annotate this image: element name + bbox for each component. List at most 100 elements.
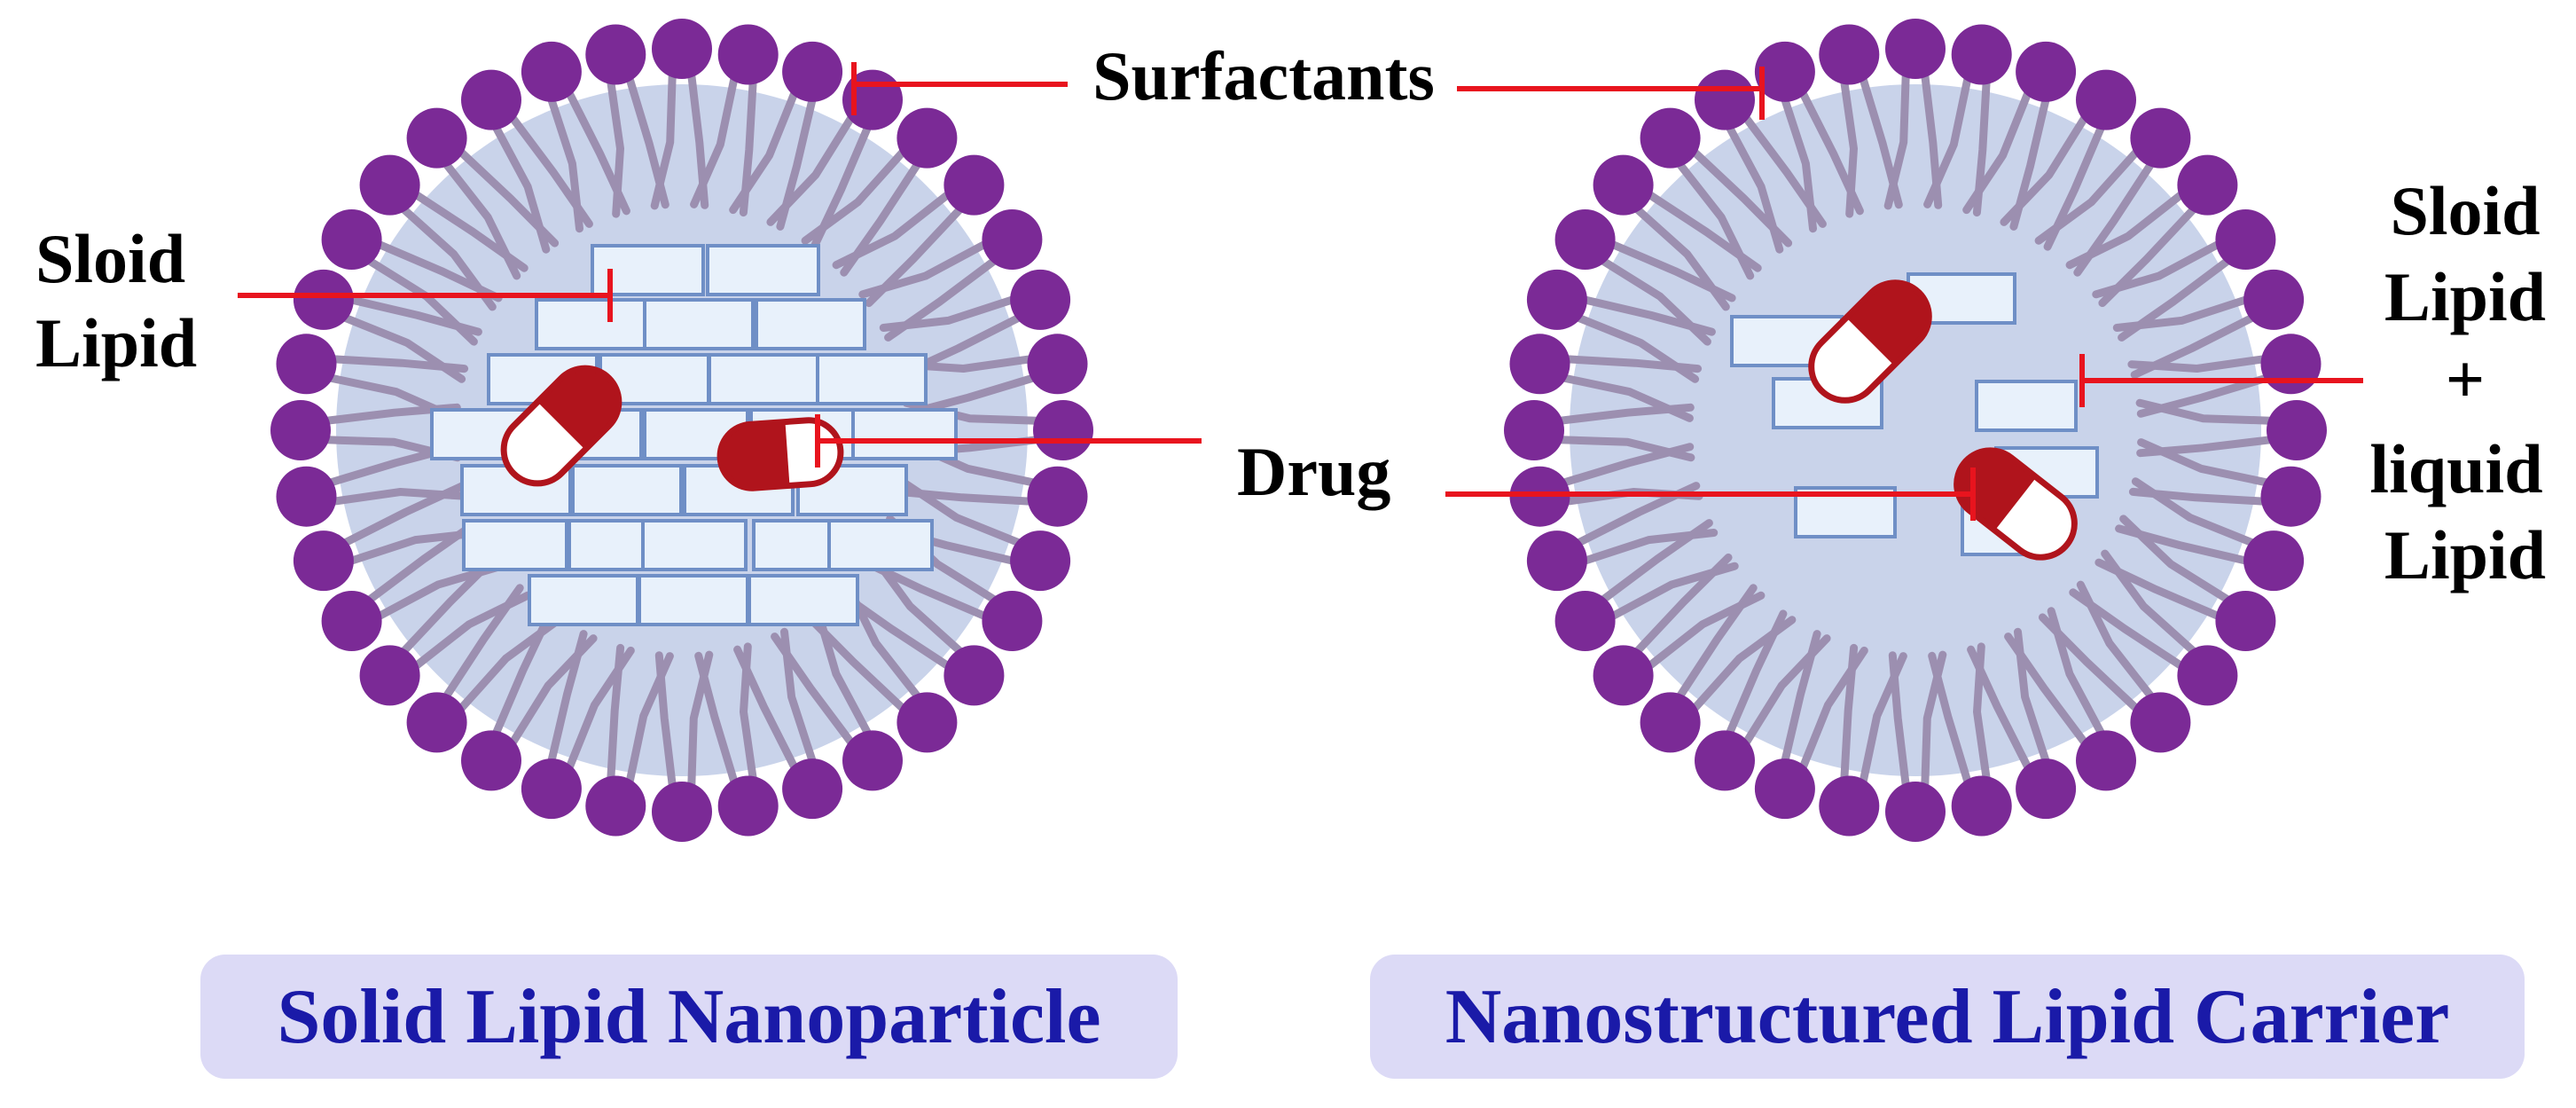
surfactant-head [943, 154, 1005, 216]
surfactant-tail [2135, 398, 2275, 425]
surfactant-tail [565, 646, 635, 771]
nlc-surfactant-tails [1556, 71, 2275, 790]
surfactant-tail [330, 488, 470, 506]
surfactant-tail [1581, 529, 1719, 565]
surfactant-head [293, 530, 354, 592]
surfactant-head [1695, 69, 1755, 130]
surfactant-tail [1973, 642, 1991, 782]
surfactant-head [897, 107, 958, 169]
surfactant-head [2016, 758, 2077, 820]
lipid-block [571, 464, 683, 516]
surfactant-head [461, 69, 521, 130]
surfactant-head [521, 758, 582, 820]
surfactant-tail [1859, 652, 1907, 786]
surfactant-tail [879, 295, 1016, 332]
surfactant-tail [2131, 477, 2256, 547]
surfactant-tail [2101, 549, 2197, 656]
surfactant-tail [2127, 355, 2267, 373]
surfactant-tail [625, 652, 674, 786]
surfactant-head [321, 591, 382, 651]
surfactant-head [406, 107, 467, 169]
surfactant-tail [1690, 616, 1797, 712]
surfactant-tail [2034, 148, 2141, 245]
surfactant-head [717, 775, 779, 837]
surfactant-head [1695, 730, 1755, 791]
surfactant-tail [1921, 650, 1947, 790]
drug-label: Drug [1237, 433, 1390, 510]
surfactant-head [1640, 692, 1701, 753]
surfactant-head [943, 645, 1005, 706]
lipid-block [827, 519, 934, 571]
surfactant-head [276, 466, 337, 527]
lipid-block [851, 408, 958, 460]
surfactant-tail [2000, 114, 2089, 226]
surfactant-tail [1923, 75, 1972, 208]
surfactant-head [1593, 154, 1654, 216]
mixed-lipid-label-line2: Lipid [2384, 258, 2546, 335]
surfactant-tail [348, 529, 485, 565]
surfactant-head [585, 775, 646, 837]
surfactant-tail [492, 123, 551, 254]
surfactant-tail [766, 114, 856, 226]
surfactant-tail [400, 205, 497, 311]
surfactant-tail [2076, 580, 2155, 700]
mixed-lipid-label-line4: liquid [2369, 430, 2542, 507]
sln-surfactant-tails [323, 71, 1041, 790]
surfactant-head [2215, 209, 2276, 270]
surfactant-head [2260, 466, 2322, 527]
surfactant-tail [897, 477, 1022, 547]
surfactant-head [585, 24, 646, 85]
surfactant-head [1027, 466, 1088, 527]
surfactant-head [2177, 154, 2238, 216]
surfactant-tail [1798, 646, 1868, 771]
surfactant-tail [1646, 591, 1766, 670]
surfactant-head [1951, 775, 2012, 837]
surfactant-head [2016, 41, 2077, 102]
surfactant-tail [1556, 436, 1695, 462]
lipid-block [528, 574, 639, 626]
surfactant-head [2130, 692, 2191, 753]
lipid-block [748, 574, 859, 626]
surfactant-head [982, 591, 1043, 651]
surfactant-tail [1609, 562, 1739, 620]
surfactant-head [521, 41, 582, 102]
surfactant-head [652, 782, 712, 842]
lipid-block [638, 574, 749, 626]
surfactant-tail [690, 75, 739, 208]
surfactant-tail [625, 75, 669, 209]
sln-title: Solid Lipid Nanoparticle [200, 955, 1178, 1079]
surfactant-tail [858, 240, 989, 299]
surfactant-tail [687, 650, 714, 790]
surfactant-head [276, 334, 337, 395]
drug-capsule [1797, 268, 1944, 415]
surfactant-tail [832, 191, 951, 270]
surfactant-tail [780, 627, 817, 765]
surfactant-tail [508, 634, 598, 747]
surfactant-head [652, 19, 712, 79]
surfactant-tail [1633, 205, 1730, 311]
surfactant-head [1819, 775, 1880, 837]
surfactant-head [1554, 591, 1616, 651]
surfactant-head [1754, 758, 1815, 820]
surfactant-head [1885, 782, 1946, 842]
surfactant-tail [2112, 295, 2250, 332]
nlc-surfactant-heads [1504, 19, 2327, 842]
lipid-block [708, 353, 819, 405]
sln-particle [270, 19, 1093, 842]
surfactant-head [897, 692, 958, 753]
surfactant-head [2130, 107, 2191, 169]
surfactant-tail [1560, 373, 1694, 422]
surfactant-head [782, 41, 843, 102]
surfactant-head [359, 154, 420, 216]
lipid-block [706, 244, 820, 296]
surfactant-head [1593, 645, 1654, 706]
surfactant-tail [1742, 634, 1831, 747]
mixed-lipid-label-plus: + [2446, 341, 2485, 418]
surfactant-tail [457, 616, 563, 712]
surfactant-head [782, 758, 843, 820]
surfactant-head [1554, 209, 1616, 270]
sln-surfactant-heads [270, 19, 1093, 842]
surfactant-tail [801, 148, 907, 245]
mixed-lipid-label-line5: Lipid [2384, 516, 2546, 593]
pointer-lines [238, 62, 2363, 521]
